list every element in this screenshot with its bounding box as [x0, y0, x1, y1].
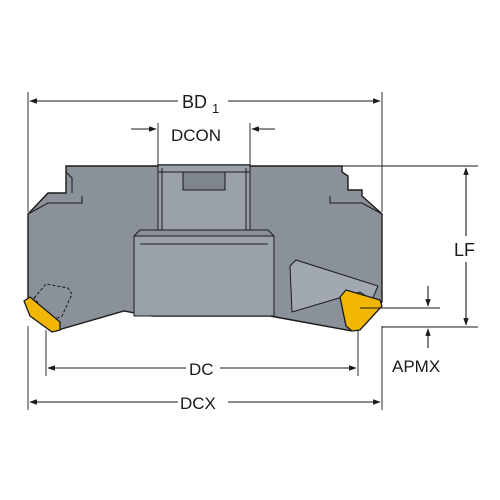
- key-slot: [182, 171, 226, 191]
- dc-dimension: DC: [45, 330, 359, 379]
- left-insert: [23, 296, 61, 333]
- counterbore-chamfer: [133, 229, 275, 245]
- dcon-dimension: DCON: [131, 123, 275, 165]
- bd1-label: BD: [182, 92, 207, 112]
- left-shoulder-line: [27, 196, 83, 215]
- apmx-dimension: APMX: [360, 286, 440, 376]
- bore-inner-lines: [161, 168, 247, 230]
- lf-dimension: LF: [342, 165, 478, 328]
- lf-label: LF: [454, 240, 475, 260]
- dcon-label: DCON: [171, 126, 221, 145]
- right-shoulder-line: [329, 196, 383, 215]
- cutter-body: [27, 164, 383, 332]
- left-step-notch: [65, 166, 73, 193]
- bd1-dimension: BD 1: [27, 92, 383, 212]
- bd1-subscript: 1: [212, 101, 219, 116]
- dcx-dimension: DCX: [27, 326, 383, 413]
- dc-label: DC: [189, 360, 214, 379]
- counterbore: [133, 235, 275, 317]
- dcx-label: DCX: [180, 394, 216, 413]
- apmx-label: APMX: [392, 357, 440, 376]
- right-insert: [339, 289, 383, 332]
